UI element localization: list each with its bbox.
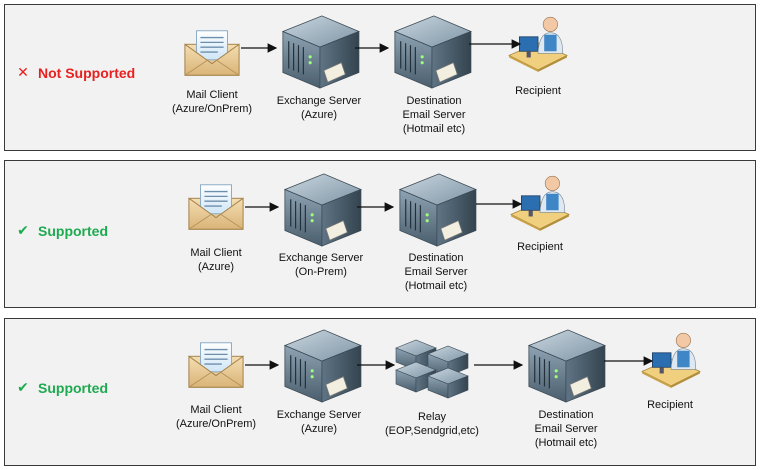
destination-server-icon [390,170,478,248]
check-icon: ✔ [17,222,29,238]
exchange-server-label: Exchange Server(On-Prem) [278,252,364,278]
status-label: Not Supported [38,64,136,81]
mail-client-label: Mail Client(Azure) [190,247,242,273]
mail-client-label: Mail Client(Azure/OnPrem) [171,89,253,115]
status-supported: ✔ Supported [16,379,108,396]
check-icon: ✔ [17,379,29,395]
exchange-server-label: Exchange Server(Azure) [276,409,362,435]
cross-icon: ✕ [17,64,29,80]
exchange-server-label: Exchange Server(Azure) [276,95,362,121]
recipient-icon [509,173,571,231]
status-supported: ✔ Supported [16,222,108,239]
exchange-server-icon [275,326,363,404]
recipient-label: Recipient [647,399,693,411]
exchange-server-icon [275,170,363,248]
scenario-panel-supported [4,160,756,308]
status-not-supported: ✕ Not Supported [16,64,135,81]
status-label: Supported [38,379,108,396]
relay-label: Relay(EOP,Sendgrid,etc) [385,411,479,437]
scenario-panel-not-supported [4,4,756,151]
mail-client-icon [187,340,245,390]
recipient-icon [507,14,569,72]
destination-server-icon [519,326,607,404]
mail-client-icon [183,28,241,78]
recipient-icon [640,330,702,388]
recipient-label: Recipient [515,85,561,97]
destination-server-icon [385,12,473,90]
exchange-server-icon [273,12,361,90]
recipient-label: Recipient [517,241,563,253]
scenario-panel-supported-relay [4,318,756,466]
mail-client-label: Mail Client(Azure/OnPrem) [175,404,257,430]
relay-server-icon [391,336,473,406]
status-label: Supported [38,222,108,239]
mail-client-icon [187,182,245,232]
